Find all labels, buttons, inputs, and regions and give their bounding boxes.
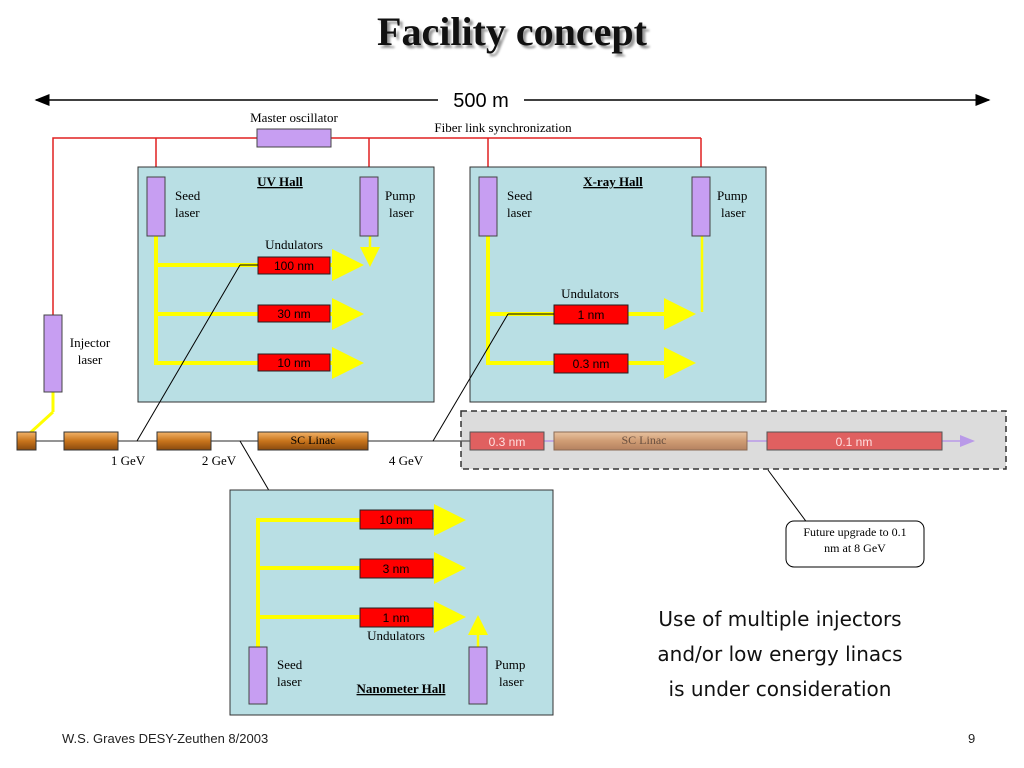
xray-seed-label-1: Seed: [507, 188, 533, 203]
upgrade-undulator-0.1nm: [766, 431, 943, 451]
nm-pump-laser: [468, 646, 488, 705]
uv-seed-label-1: Seed: [175, 188, 201, 203]
xray-hall-title: X-ray Hall: [583, 174, 643, 189]
upgrade-linac-label: SC Linac: [622, 433, 667, 447]
nanometer-hall: 10 nm 3 nm 1 nm Undulators Seed laser Pu…: [229, 489, 554, 716]
nm-undulator-2-label: 3 nm: [383, 562, 410, 576]
dimension-line: 500 m: [34, 90, 991, 112]
nm-seed-label-1: Seed: [277, 657, 303, 672]
nm-pump-label-1: Pump: [495, 657, 525, 672]
uv-hall: UV Hall Seed laser Pump laser Undulators…: [137, 166, 435, 403]
consideration-note: Use of multiple injectors and/or low ene…: [600, 602, 960, 707]
linac-section-1: [63, 431, 119, 451]
uv-undulator-30nm: [257, 304, 331, 323]
dimension-label: 500 m: [453, 90, 509, 112]
nm-hall-title: Nanometer Hall: [357, 681, 446, 696]
note-line-3: is under consideration: [668, 677, 892, 701]
nm-seed-laser: [248, 646, 268, 705]
xray-pump-laser: [691, 176, 711, 237]
xray-undulator-2-label: 0.3 nm: [573, 357, 610, 371]
uv-undulator-10nm: [257, 353, 331, 372]
uv-pump-label-1: Pump: [385, 188, 415, 203]
uv-seed-laser: [146, 176, 166, 237]
uv-pump-laser: [359, 176, 379, 237]
energy-4gev: 4 GeV: [389, 453, 424, 468]
upgrade-callout-line-1: Future upgrade to 0.1: [803, 525, 906, 539]
xray-seed-laser: [478, 176, 498, 237]
uv-pump-label-2: laser: [389, 205, 414, 220]
nm-undulator-3nm: [359, 558, 434, 579]
footer-author: W.S. Graves DESY-Zeuthen 8/2003: [62, 731, 269, 746]
fiber-link-label: Fiber link synchronization: [434, 120, 572, 135]
master-oscillator-label: Master oscillator: [250, 110, 338, 125]
electron-gun: [16, 431, 37, 451]
xray-pump-label-2: laser: [721, 205, 746, 220]
xray-pump-label-1: Pump: [717, 188, 747, 203]
page-title: Facility concept: [377, 9, 647, 54]
xray-undulator-1-label: 1 nm: [578, 308, 605, 322]
upgrade-linac: [553, 431, 748, 451]
nm-seed-label-2: laser: [277, 674, 302, 689]
energy-1gev: 1 GeV: [111, 453, 146, 468]
injector-label-2: laser: [78, 352, 103, 367]
future-upgrade: 0.3 nm SC Linac 0.1 nm Future upgrade to…: [460, 410, 1007, 568]
upgrade-und1-label: 0.3 nm: [489, 435, 526, 449]
uv-undulator-3-label: 10 nm: [277, 356, 310, 370]
page-number: 9: [968, 731, 976, 746]
nm-pump-label-2: laser: [499, 674, 524, 689]
injector-laser: [43, 314, 63, 393]
linac-label: SC Linac: [291, 433, 336, 447]
nm-undulator-1-label: 10 nm: [379, 513, 412, 527]
uv-hall-title: UV Hall: [257, 174, 303, 189]
xray-undulator-0.3nm: [553, 353, 629, 374]
note-line-1: Use of multiple injectors: [658, 607, 902, 631]
nm-undulators-label: Undulators: [367, 628, 425, 643]
nm-undulator-3-label: 1 nm: [383, 611, 410, 625]
xray-hall: X-ray Hall Seed laser Pump laser Undulat…: [469, 166, 767, 403]
energy-2gev: 2 GeV: [202, 453, 237, 468]
linac-section-2: [156, 431, 212, 451]
upgrade-und2-label: 0.1 nm: [836, 435, 873, 449]
nm-undulator-1nm: [359, 607, 434, 628]
uv-undulator-2-label: 30 nm: [277, 307, 310, 321]
uv-seed-label-2: laser: [175, 205, 200, 220]
upgrade-callout-line-2: nm at 8 GeV: [824, 541, 886, 555]
xray-seed-label-2: laser: [507, 205, 532, 220]
injector-and-linac: Injector laser SC Linac 1 GeV 2 GeV 4 Ge…: [16, 264, 554, 618]
nm-undulator-10nm: [359, 509, 434, 530]
injector-label-1: Injector: [70, 335, 111, 350]
uv-undulators-label: Undulators: [265, 237, 323, 252]
xray-undulators-label: Undulators: [561, 286, 619, 301]
note-line-2: and/or low energy linacs: [657, 642, 903, 666]
uv-undulator-1-label: 100 nm: [274, 259, 314, 273]
linac-section-3: [257, 431, 369, 451]
upgrade-callout: [785, 520, 925, 568]
master-oscillator-box: [256, 128, 332, 148]
